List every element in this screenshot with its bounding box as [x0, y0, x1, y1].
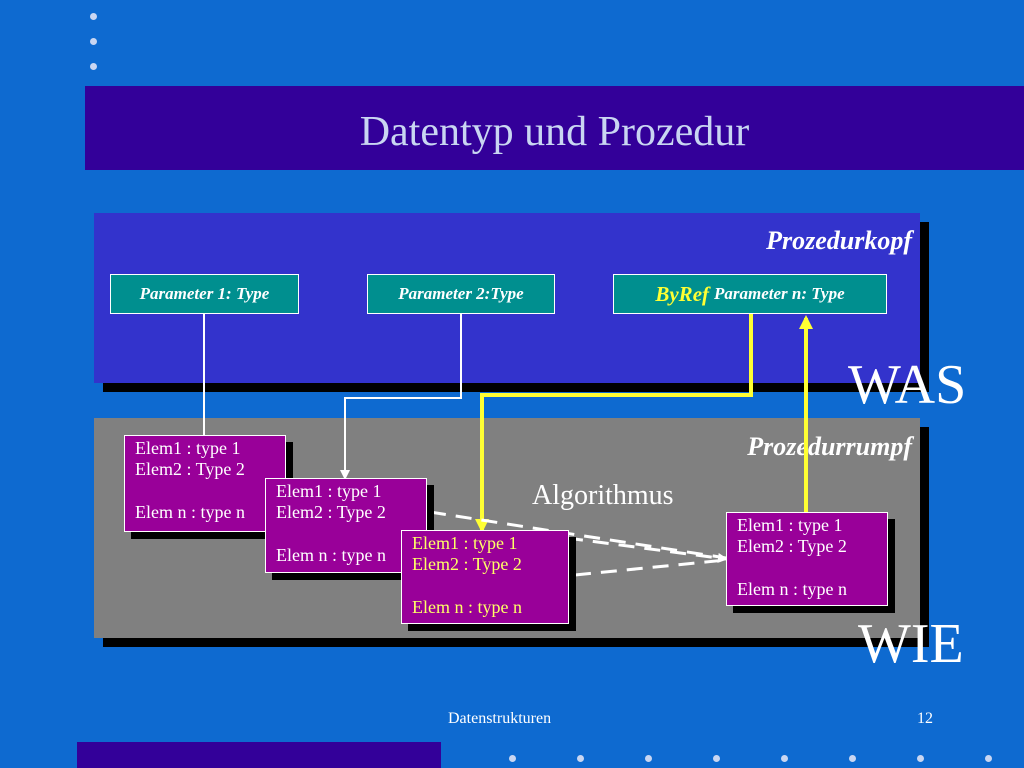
record-2-elem2: Elem2 : Type 2 [276, 502, 386, 522]
bottom-band [77, 742, 441, 768]
record-3-box: Elem1 : type 1 Elem2 : Type 2 Elem n : t… [401, 530, 569, 624]
record-4-elem1: Elem1 : type 1 [737, 515, 843, 535]
record-2-elem1: Elem1 : type 1 [276, 481, 382, 501]
bullet-dot [577, 755, 584, 762]
parameter-n-label: Parameter n: Type [714, 284, 845, 303]
byref-in-arrow [475, 314, 753, 533]
param2-connector [340, 314, 462, 480]
record-3-elem1: Elem1 : type 1 [412, 533, 518, 553]
parameter-n-box: ByRef Parameter n: Type [613, 274, 887, 314]
record-1-elem1: Elem1 : type 1 [135, 438, 241, 458]
wie-label: WIE [858, 613, 964, 675]
title-band: Datentyp und Prozedur [85, 86, 1024, 170]
parameter-1-box: Parameter 1: Type [110, 274, 299, 314]
was-label: WAS [848, 354, 967, 416]
record-3-elemn: Elem n : type n [412, 597, 522, 617]
parameter-2-label: Parameter 2:Type [398, 284, 524, 303]
slide-title: Datentyp und Prozedur [359, 109, 750, 155]
algo-dash-3 [574, 558, 727, 577]
bullet-dot [849, 755, 856, 762]
record-1-elemn: Elem n : type n [135, 502, 245, 522]
bullet-dot [90, 63, 97, 70]
bullet-dot [781, 755, 788, 762]
footer-text: Datenstrukturen [448, 710, 552, 727]
bullet-dot [985, 755, 992, 762]
parameter-2-box: Parameter 2:Type [367, 274, 555, 314]
algo-dash-1 [429, 510, 727, 560]
bullet-dot [90, 13, 97, 20]
bullet-dot [90, 38, 97, 45]
bullet-dot [917, 755, 924, 762]
head-panel-label: Prozedurkopf [766, 226, 912, 255]
record-4-elem2: Elem2 : Type 2 [737, 536, 847, 556]
bullet-dot [713, 755, 720, 762]
bullet-dot [645, 755, 652, 762]
record-2-box: Elem1 : type 1 Elem2 : Type 2 Elem n : t… [265, 478, 427, 573]
record-1-box: Elem1 : type 1 Elem2 : Type 2 Elem n : t… [124, 435, 286, 532]
record-1-elem2: Elem2 : Type 2 [135, 459, 245, 479]
record-2-elemn: Elem n : type n [276, 545, 386, 565]
bullet-dot [509, 755, 516, 762]
byref-keyword: ByRef [655, 281, 710, 306]
parameter-1-label: Parameter 1: Type [139, 284, 270, 303]
body-panel-label: Prozedurrumpf [747, 432, 912, 461]
record-4-elemn: Elem n : type n [737, 579, 847, 599]
record-4-box: Elem1 : type 1 Elem2 : Type 2 Elem n : t… [726, 512, 888, 606]
record-3-elem2: Elem2 : Type 2 [412, 554, 522, 574]
algo-dash-2 [566, 536, 728, 563]
algorithm-label: Algorithmus [532, 480, 674, 511]
page-number: 12 [917, 710, 933, 727]
